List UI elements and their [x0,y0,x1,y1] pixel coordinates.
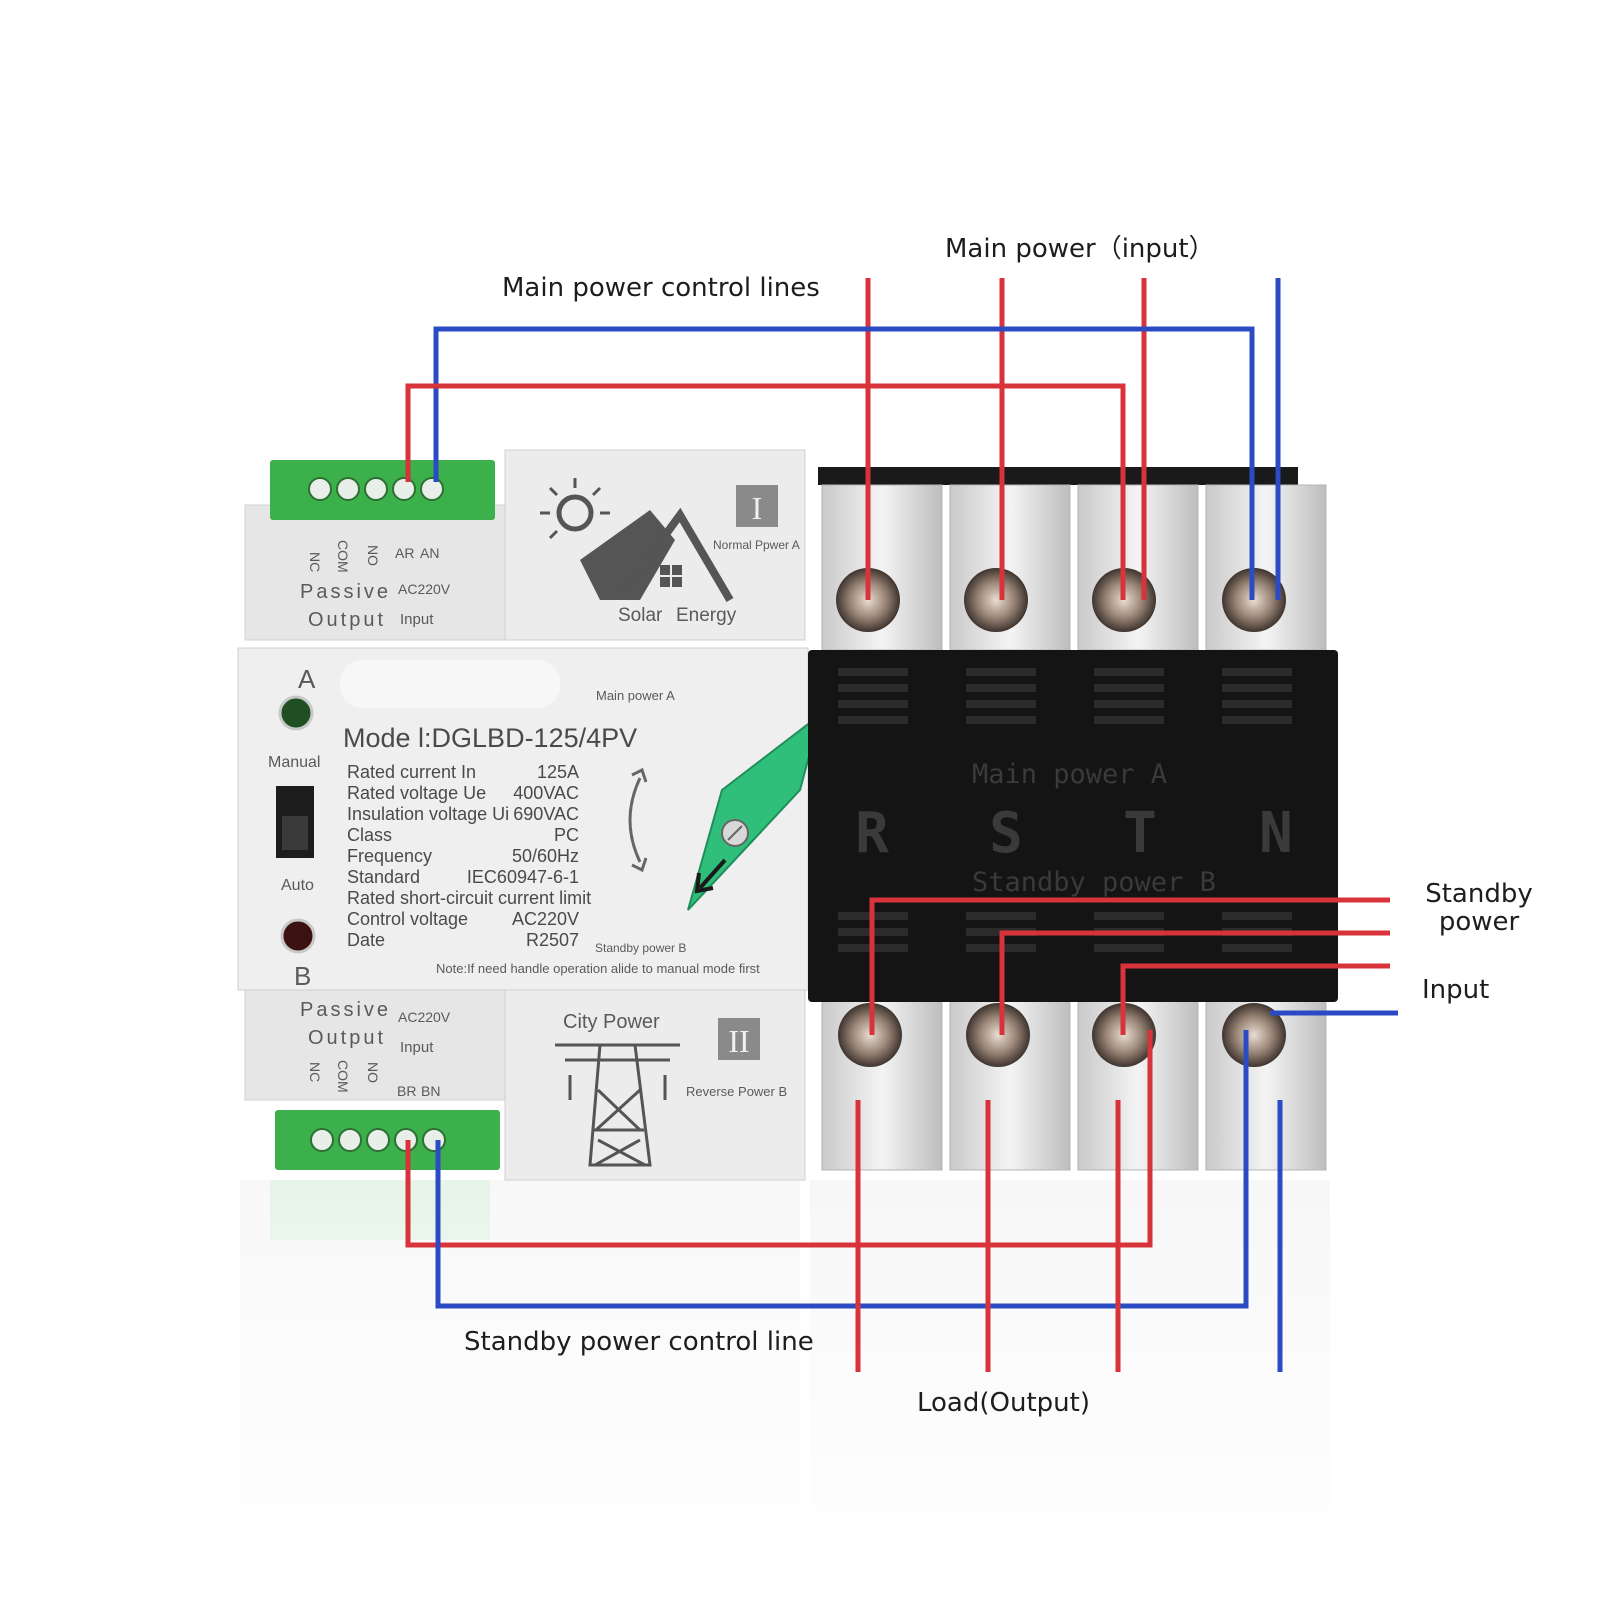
standby-r-wire [869,897,1390,1035]
normal-power-label: Normal Ppwer A [713,538,800,552]
standby-power-label: Standby power [1425,879,1533,937]
terminal-label-no: NO [365,545,381,566]
standby-s-wire [999,930,1390,1035]
cover-standby-power-label: Standby power B [972,867,1216,898]
standby-t-wire [1120,963,1390,1035]
terminal-label-ar: AR [395,545,414,561]
terminal-label-com: COM [335,1060,351,1093]
spec-label: Standard [347,867,420,887]
indicator-a-led [278,695,314,731]
standby-power-control-line [405,1030,1249,1309]
main-control-neutral-line [433,326,1255,600]
standby-power-control-line-label: Standby power control line [464,1327,814,1357]
center-panel: A Manual Auto B Main power A Mode l:DGLB… [237,647,822,991]
transfer-handle[interactable] [687,712,822,911]
indicator-b-led [280,918,316,954]
black-cover [808,650,1338,1002]
spec-value: 690VAC [513,804,579,824]
bottom-module: Passive Output AC220V Input NC COM NO BR… [244,989,806,1181]
phase-s-label: S [989,801,1023,866]
model-label: Mode l:DGLBD-125/4PV [343,723,637,753]
spec-label: Class [347,825,392,845]
top-terminal-labels: NC COM NO AR AN [307,540,439,573]
cover-main-power-label: Main power A [972,759,1167,790]
sun-icon [540,478,610,540]
main-power-wires [865,278,1281,600]
phase-n-label: N [1259,801,1293,866]
terminal-label-nc: NC [307,1062,323,1082]
power-tower-icon [555,1043,680,1167]
terminal-label-com: COM [335,540,351,573]
terminal-label-nc: NC [307,552,323,572]
terminal-label-br: BR [397,1083,416,1099]
solar-house-icon [580,507,734,603]
slider-knob[interactable] [282,816,308,850]
load-output-wires [855,1100,1283,1372]
standby-power-b-label: Standby power B [595,941,686,955]
handle-note: Note:If need handle operation alide to m… [436,961,760,976]
spec-label: Frequency [347,846,432,866]
terminal-label-bn: BN [421,1083,440,1099]
indicator-b-label: B [294,961,311,991]
spec-value: 50/60Hz [512,846,579,866]
spec-label: Rated short-circuit current limit [347,888,591,908]
city-power-label: City Power [563,1011,660,1033]
spec-label: Rated voltage Ue [347,783,486,803]
input-label: Input [1422,975,1490,1005]
spec-value: R2507 [526,930,579,950]
bottom-terminal-screws [310,1128,446,1152]
auto-label: Auto [281,877,314,894]
indicator-a-label: A [298,664,316,694]
standby-control-neutral-line [435,1030,1249,1309]
spec-label: Control voltage [347,909,468,929]
bottom-output-label: Output [308,1027,386,1049]
manual-label: Manual [268,754,320,771]
switch-block: Main power A R S T N Standby power B [808,467,1338,1171]
bottom-terminal-labels: NC COM NO BR BN [307,1060,440,1099]
spec-value: AC220V [512,909,579,929]
standby-control-live-line [405,1030,1153,1248]
top-passive-label: Passive [300,581,391,603]
main-power-a-label: Main power A [596,688,675,703]
spec-value: PC [554,825,579,845]
main-power-control-lines-label: Main power control lines [502,273,820,303]
load-output-label: Load(Output) [917,1388,1090,1418]
solar-label: Solar [618,605,663,626]
spec-label: Rated current In [347,762,476,782]
top-input-label: Input [400,611,434,628]
phase-r-label: R [855,801,889,866]
roman-two-label: II [728,1023,749,1059]
main-power-control-lines [405,326,1255,600]
main-power-input-label: Main power（input） [945,234,1215,264]
reverse-power-label: Reverse Power B [686,1084,787,1099]
bottom-input-label: Input [400,1039,434,1056]
top-terminal-screws [308,477,444,501]
bottom-voltage-label: AC220V [398,1009,451,1025]
spec-value: 400VAC [513,783,579,803]
spec-label: Date [347,930,385,950]
spec-value: 125A [537,762,579,782]
roman-one-badge [736,485,778,527]
top-output-label: Output [308,609,386,631]
energy-label: Energy [676,605,737,626]
top-module: NC COM NO AR AN Passive Output AC220V In… [244,449,806,641]
roman-two-badge [718,1018,760,1060]
spec-value: IEC60947-6-1 [467,867,579,887]
phase-t-label: T [1123,801,1157,866]
reflection [230,1170,1350,1550]
rotate-arrow-icon [628,767,648,873]
spec-table: Rated current In 125A Rated voltage Ue 4… [347,762,591,950]
bottom-passive-label: Passive [300,999,391,1021]
roman-one-label: I [752,490,763,526]
standby-power-wires [869,897,1398,1035]
logo-placeholder [340,660,560,708]
main-control-live-line [405,383,1126,600]
terminal-label-an: AN [420,545,439,561]
spec-label: Insulation voltage Ui [347,804,509,824]
top-voltage-label: AC220V [398,581,451,597]
terminal-label-no: NO [365,1062,381,1083]
